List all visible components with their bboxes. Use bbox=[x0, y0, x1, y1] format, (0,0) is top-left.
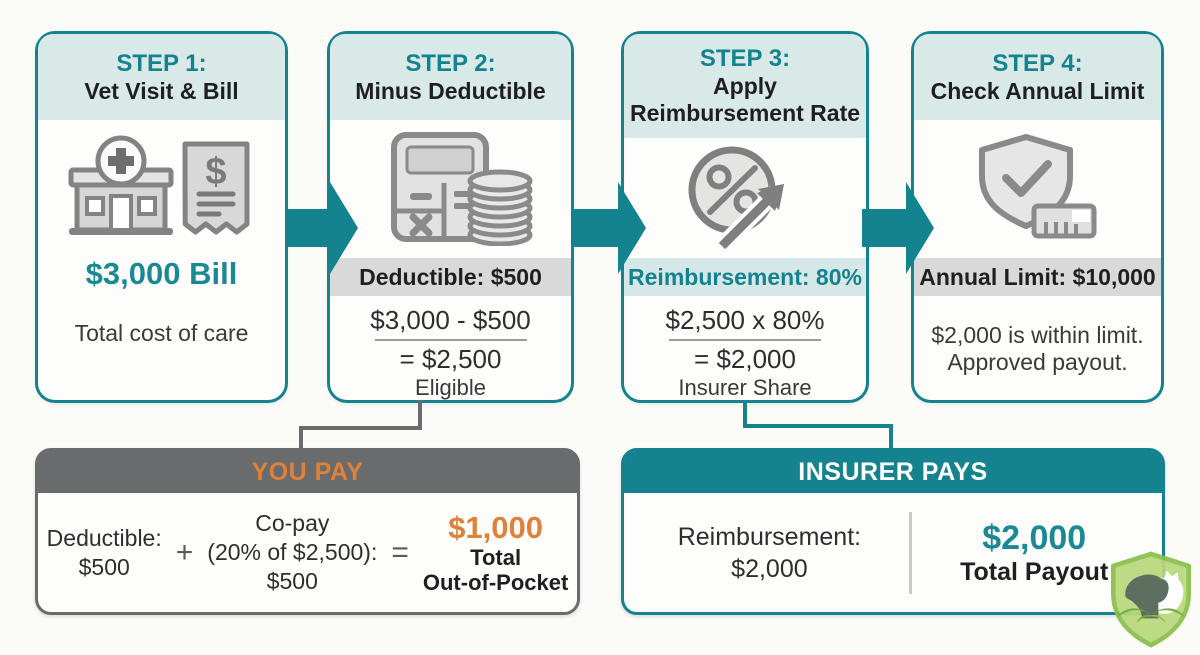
connector-step3-to-insurer-pays-vertical-1 bbox=[743, 400, 747, 428]
step-3-reimbursement-band: Reimbursement: 80% bbox=[624, 258, 866, 296]
step-4-annual-limit-band: Annual Limit: $10,000 bbox=[914, 258, 1161, 296]
insurer-reimbursement-value: $2,000 bbox=[731, 554, 808, 583]
you-pay-copay-label-line1: Co-pay bbox=[255, 510, 330, 536]
vet-clinic-bill-icon: $ bbox=[68, 135, 250, 235]
step-2-equation-top: $3,000 - $500 bbox=[370, 305, 531, 335]
step-4-header: STEP 4: Check Annual Limit bbox=[914, 34, 1161, 120]
step-3-equation-result: = $2,000 bbox=[694, 344, 796, 374]
insurer-total: $2,000 Total Payout bbox=[960, 519, 1108, 587]
step-2-icon-area bbox=[330, 124, 571, 252]
step-2-label: STEP 2: bbox=[405, 49, 496, 77]
you-pay-header: YOU PAY bbox=[38, 451, 577, 493]
step-3-title: Apply Reimbursement Rate bbox=[629, 73, 861, 126]
step-4-label: STEP 4: bbox=[992, 49, 1083, 77]
insurer-total-label: Total Payout bbox=[960, 557, 1109, 586]
step-4-note-line1: $2,000 is within limit. bbox=[931, 322, 1144, 348]
step-3-icon-area bbox=[624, 140, 866, 252]
step-3-header: STEP 3: Apply Reimbursement Rate bbox=[624, 34, 866, 138]
insurer-pays-body: Reimbursement: $2,000 $2,000 Total Payou… bbox=[624, 493, 1162, 612]
step-2-card: STEP 2: Minus Deductible bbox=[327, 31, 574, 403]
step-4-card: STEP 4: Check Annual Limit Annual Limit:… bbox=[911, 31, 1164, 403]
insurer-reimbursement-label: Reimbursement: bbox=[677, 522, 862, 551]
step-3-equation-caption: Insurer Share bbox=[678, 375, 812, 400]
step-1-caption: Total cost of care bbox=[74, 320, 249, 346]
step-2-equation-result: = $2,500 bbox=[399, 344, 502, 374]
you-pay-deductible-label: Deductible: bbox=[46, 524, 162, 551]
you-pay-copay: Co-pay (20% of $2,500): $500 bbox=[207, 509, 377, 596]
plus-operator: + bbox=[175, 535, 194, 569]
pet-insurance-shield-logo bbox=[1110, 551, 1192, 648]
step-2-equation-caption: Eligible bbox=[415, 375, 486, 400]
step-1-header: STEP 1: Vet Visit & Bill bbox=[38, 34, 285, 120]
connector-step3-to-insurer-pays-horizontal bbox=[743, 424, 893, 428]
insurer-pays-divider bbox=[909, 511, 913, 594]
step-3-equation-divider bbox=[669, 339, 821, 341]
step-4-note: $2,000 is within limit. Approved payout. bbox=[914, 322, 1161, 376]
step-4-icon-area bbox=[914, 124, 1161, 252]
step-3-label: STEP 3: bbox=[699, 45, 791, 72]
you-pay-box: YOU PAY Deductible: $500 + Co-pay (20% o… bbox=[35, 448, 580, 615]
connector-step2-to-you-pay-vertical-2 bbox=[299, 426, 303, 452]
step-1-label: STEP 1: bbox=[116, 49, 207, 77]
step-2-equation: $3,000 - $500 = $2,500 Eligible bbox=[330, 304, 571, 401]
you-pay-copay-value: $500 bbox=[266, 568, 318, 594]
you-pay-copay-label-line2: (20% of $2,500): bbox=[207, 539, 378, 565]
connector-step2-to-you-pay-vertical-1 bbox=[418, 400, 422, 430]
you-pay-total-label-line2: Out-of-Pocket bbox=[422, 569, 569, 595]
you-pay-body: Deductible: $500 + Co-pay (20% of $2,500… bbox=[38, 493, 577, 612]
svg-text:$: $ bbox=[205, 151, 226, 193]
shield-check-ruler-icon bbox=[978, 134, 1096, 239]
calculator-coins-icon bbox=[390, 131, 532, 246]
step-4-note-line2: Approved payout. bbox=[947, 349, 1128, 375]
connector-step2-to-you-pay-horizontal bbox=[299, 426, 422, 430]
step-2-deductible-band: Deductible: $500 bbox=[330, 258, 571, 296]
step-1-icon-area: $ bbox=[38, 124, 285, 252]
flow-arrow-step1-to-step2 bbox=[286, 182, 358, 274]
flow-arrow-step3-to-step4 bbox=[862, 182, 934, 274]
step-1-title: Vet Visit & Bill bbox=[84, 77, 239, 104]
insurer-total-value: $2,000 bbox=[982, 518, 1087, 557]
you-pay-total-label-line1: Total bbox=[470, 544, 522, 570]
flow-arrow-step2-to-step3 bbox=[574, 182, 646, 274]
step-2-equation-divider bbox=[374, 339, 527, 341]
you-pay-total-value: $1,000 bbox=[448, 509, 544, 545]
insurer-pays-box: INSURER PAYS Reimbursement: $2,000 $2,00… bbox=[621, 448, 1165, 615]
you-pay-deductible-value: $500 bbox=[78, 553, 130, 580]
step-1-bill-amount: $3,000 Bill bbox=[85, 256, 238, 291]
equals-operator: = bbox=[391, 535, 409, 569]
step-4-title: Check Annual Limit bbox=[930, 77, 1145, 104]
percent-arrow-icon bbox=[688, 146, 784, 252]
step-3-equation: $2,500 x 80% = $2,000 Insurer Share bbox=[624, 304, 866, 401]
step-3-card: STEP 3: Apply Reimbursement Rate Reimbur… bbox=[621, 31, 869, 403]
step-2-header: STEP 2: Minus Deductible bbox=[330, 34, 571, 120]
insurer-pays-header: INSURER PAYS bbox=[624, 451, 1162, 493]
you-pay-total: $1,000 Total Out-of-Pocket bbox=[422, 509, 569, 595]
you-pay-deductible: Deductible: $500 bbox=[47, 524, 162, 582]
insurer-reimbursement: Reimbursement: $2,000 bbox=[678, 521, 861, 585]
step-2-title: Minus Deductible bbox=[355, 77, 546, 104]
connector-step3-to-insurer-pays-vertical-2 bbox=[889, 424, 893, 452]
step-3-equation-top: $2,500 x 80% bbox=[665, 305, 825, 335]
step-1-card: STEP 1: Vet Visit & Bill $ bbox=[35, 31, 288, 403]
